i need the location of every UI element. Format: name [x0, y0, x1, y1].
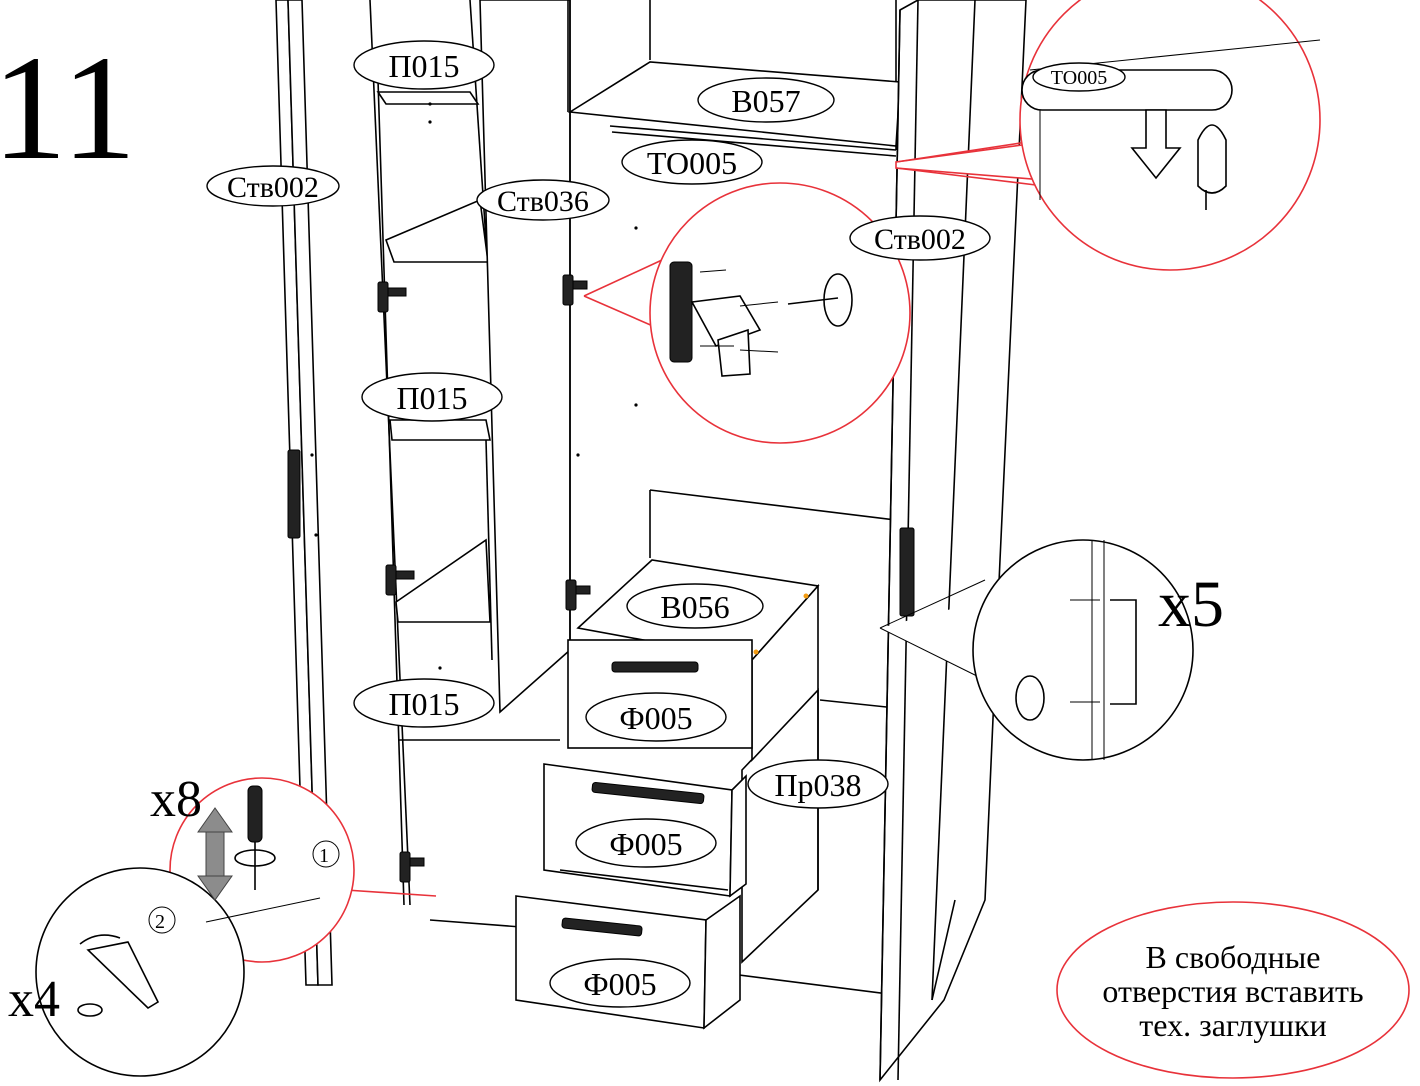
right-door	[875, 0, 1027, 1083]
hinge-icon	[385, 564, 415, 596]
svg-text:Пр038: Пр038	[774, 767, 861, 803]
svg-text:Ств002: Ств002	[227, 171, 319, 204]
step-number: 11	[0, 25, 136, 191]
down-arrow-icon	[1130, 109, 1182, 180]
drawer-handle-3	[561, 917, 643, 937]
rail-holder-icon	[1197, 124, 1227, 210]
part-label-door-left: Ств002	[206, 165, 340, 207]
svg-text:Ф005: Ф005	[583, 966, 656, 1002]
note-line-3: тех. заглушки	[1139, 1007, 1326, 1043]
screwdriver-rotation-icon	[1015, 675, 1045, 721]
svg-text:П015: П015	[388, 48, 459, 84]
hammer-icon	[79, 934, 160, 1010]
hinge-plate-icon	[669, 261, 693, 363]
leg-callout: 1 2 x8 x4	[8, 771, 437, 1077]
svg-text:В056: В056	[660, 589, 729, 625]
handle-callout: x5	[879, 539, 1224, 761]
part-label-drawer-front-3: Ф005	[549, 958, 691, 1008]
hinge-icon	[377, 281, 407, 313]
svg-text:Ф005: Ф005	[609, 826, 682, 862]
screw-count: x8	[150, 771, 202, 828]
handle-count: x5	[1158, 568, 1224, 641]
part-label-drawer-front-1: Ф005	[585, 692, 727, 742]
hinge-icon	[399, 851, 425, 883]
hinge-icon	[562, 274, 588, 306]
part-label-door-middle: Ств036	[476, 179, 610, 221]
part-label-top-shelf: В057	[697, 77, 835, 123]
svg-text:ТО005: ТО005	[647, 145, 737, 181]
hammer-count: x4	[8, 971, 60, 1028]
hinge-icon	[565, 579, 591, 611]
left-shelf-column	[369, 0, 560, 906]
svg-text:Ств036: Ств036	[497, 185, 589, 218]
part-label-shelf-mid: П015	[361, 372, 503, 422]
step-2-marker: 2	[155, 911, 165, 933]
rotation-arrow-icon	[823, 273, 853, 327]
part-label-partition: Пр038	[747, 759, 889, 809]
svg-text:П015: П015	[396, 380, 467, 416]
handle-icon	[1110, 599, 1137, 705]
part-label-shelf-top: П015	[353, 40, 495, 90]
part-label-door-right: Ств002	[849, 215, 991, 261]
svg-text:В057: В057	[731, 83, 800, 119]
part-label-cabinet-top: В056	[626, 583, 764, 629]
hinge-callout	[583, 182, 911, 444]
plugs-note: В свободные отверстия вставить тех. загл…	[1056, 901, 1410, 1079]
part-label-shelf-low: П015	[353, 678, 495, 728]
svg-text:П015: П015	[388, 686, 459, 722]
note-line-2: отверстия вставить	[1102, 973, 1363, 1009]
drawer-handle-1	[611, 661, 699, 673]
note-line-1: В свободные	[1146, 939, 1321, 975]
left-door	[275, 0, 333, 986]
svg-text:ТО005: ТО005	[1051, 67, 1107, 89]
part-label-rail-callout: ТО005	[1032, 62, 1126, 92]
svg-text:Ф005: Ф005	[619, 700, 692, 736]
drawer-handle-2	[591, 781, 705, 805]
svg-text:Ств002: Ств002	[874, 223, 966, 256]
screwdriver-icon	[247, 785, 263, 843]
right-door-handle	[899, 527, 915, 617]
left-door-handle	[287, 449, 301, 539]
step-1-marker: 1	[319, 845, 329, 867]
part-label-drawer-front-2: Ф005	[575, 818, 717, 868]
part-label-rail: ТО005	[621, 139, 763, 185]
